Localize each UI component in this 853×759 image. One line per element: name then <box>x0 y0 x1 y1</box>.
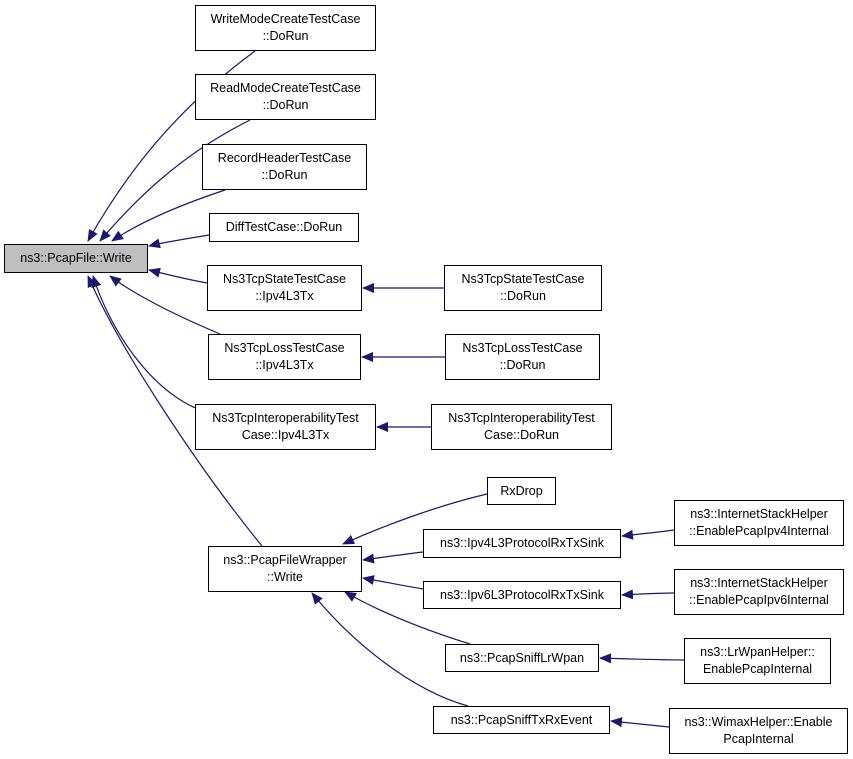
node-lrwpan-helper[interactable]: ns3::LrWpanHelper:: EnablePcapInternal <box>684 638 831 684</box>
node-label: EnablePcapInternal <box>702 662 813 676</box>
edge-ipv4sink-to-wrapper <box>362 551 424 564</box>
edge-diff-to-root <box>148 234 210 249</box>
node-label: Ns3TcpLossTestCase <box>224 341 345 355</box>
edge-lrwpan-to-wrapper <box>344 591 471 645</box>
edge-wm-to-root <box>87 50 256 242</box>
node-label: ns3::Ipv6L3ProtocolRxTxSink <box>440 587 604 602</box>
node-label: ReadModeCreateTestCase <box>210 81 361 95</box>
node-label: Ns3TcpStateTestCase <box>461 272 585 286</box>
node-tcp-state-ipv4l3tx[interactable]: Ns3TcpStateTestCase ::Ipv4L3Tx <box>207 265 362 311</box>
edge-rh-to-root <box>111 189 226 242</box>
edge-rxdrop-to-wrapper <box>342 493 488 545</box>
edge-rm-to-root <box>99 119 251 242</box>
edge-state-to-root <box>148 267 208 284</box>
node-label: RxDrop <box>500 483 543 498</box>
node-ipv4-sink[interactable]: ns3::Ipv4L3ProtocolRxTxSink <box>423 529 621 558</box>
node-label: Ns3TcpLossTestCase <box>462 341 583 355</box>
node-label: Ns3TcpInteroperabilityTest <box>212 411 359 425</box>
node-label: ::DoRun <box>262 29 309 43</box>
edge-ipv6sink-to-wrapper <box>362 575 424 590</box>
node-pcap-file-wrapper-write[interactable]: ns3::PcapFileWrapper ::Write <box>208 546 362 592</box>
node-label: Case::Ipv4L3Tx <box>241 428 330 442</box>
edge-lrhelper-to-lrwpan <box>599 653 685 664</box>
node-tcp-interop-ipv4l3tx[interactable]: Ns3TcpInteroperabilityTest Case::Ipv4L3T… <box>195 404 376 450</box>
node-label: WriteModeCreateTestCase <box>210 12 361 26</box>
edge-inet6-to-ipv6sink <box>621 589 675 600</box>
node-label: ::Ipv4L3Tx <box>255 289 314 303</box>
node-wimax-helper[interactable]: ns3::WimaxHelper::Enable PcapInternal <box>669 708 848 754</box>
node-pcap-sniff-txrx[interactable]: ns3::PcapSniffTxRxEvent <box>433 706 610 734</box>
node-label: ::DoRun <box>262 98 309 112</box>
node-ipv6-sink[interactable]: ns3::Ipv6L3ProtocolRxTxSink <box>423 581 621 609</box>
node-label: Case::DoRun <box>483 428 560 442</box>
node-label: ns3::PcapSniffLrWpan <box>459 650 585 665</box>
node-label: ::DoRun <box>261 168 308 182</box>
node-label: ns3::InternetStackHelper <box>690 576 828 590</box>
node-label: ns3::PcapFile::Write <box>20 251 132 265</box>
node-label: ns3::Ipv4L3ProtocolRxTxSink <box>440 536 604 550</box>
edge-layer <box>87 50 685 728</box>
node-label: PcapInternal <box>723 732 794 746</box>
node-label: ::DoRun <box>500 289 546 303</box>
node-label: Ns3TcpStateTestCase <box>223 272 346 286</box>
node-label: ns3::InternetStackHelper <box>690 507 828 521</box>
node-label: ::DoRun <box>499 358 546 372</box>
node-record-header[interactable]: RecordHeaderTestCase ::DoRun <box>202 144 367 190</box>
node-read-mode-create[interactable]: ReadModeCreateTestCase ::DoRun <box>195 74 376 120</box>
node-label: ns3::PcapSniffTxRxEvent <box>450 712 593 727</box>
edge-inet4-to-ipv4sink <box>621 529 675 540</box>
node-label: ns3::WimaxHelper::Enable <box>684 715 833 729</box>
node-root: ns3::PcapFile::Write <box>4 244 148 273</box>
edge-txrx-to-wrapper <box>311 592 469 707</box>
node-inet-helper-ipv6[interactable]: ns3::InternetStackHelper ::EnablePcapIpv… <box>674 569 844 615</box>
node-label: RecordHeaderTestCase <box>217 151 352 165</box>
node-label: ::Write <box>267 570 303 584</box>
node-label: ::EnablePcapIpv4Internal <box>689 524 829 538</box>
node-label: ::EnablePcapIpv6Internal <box>689 593 829 607</box>
edge-interop-to-root <box>91 275 201 411</box>
node-label: ns3::PcapFileWrapper <box>223 553 347 567</box>
node-rx-drop[interactable]: RxDrop <box>487 477 556 505</box>
edge-wimax-to-txrx <box>610 717 670 728</box>
node-tcp-state-dorun[interactable]: Ns3TcpStateTestCase ::DoRun <box>444 265 602 311</box>
edge-wrapper-to-root <box>87 275 263 547</box>
node-inet-helper-ipv4[interactable]: ns3::InternetStackHelper ::EnablePcapIpv… <box>674 500 844 546</box>
node-label: ::Ipv4L3Tx <box>255 358 314 372</box>
node-pcap-sniff-lrwpan[interactable]: ns3::PcapSniffLrWpan <box>445 644 599 672</box>
node-label: DiffTestCase::DoRun <box>225 220 343 234</box>
edge-loss-to-root <box>109 275 221 335</box>
node-tcp-interop-dorun[interactable]: Ns3TcpInteroperabilityTest Case::DoRun <box>431 404 612 450</box>
node-tcp-loss-dorun[interactable]: Ns3TcpLossTestCase ::DoRun <box>445 334 600 380</box>
node-label: ns3::LrWpanHelper:: <box>700 645 815 659</box>
node-write-mode-create[interactable]: WriteModeCreateTestCase ::DoRun <box>195 5 376 51</box>
node-tcp-loss-ipv4l3tx[interactable]: Ns3TcpLossTestCase ::Ipv4L3Tx <box>208 334 361 380</box>
node-diff-test-case[interactable]: DiffTestCase::DoRun <box>209 213 359 242</box>
node-label: Ns3TcpInteroperabilityTest <box>448 411 595 425</box>
